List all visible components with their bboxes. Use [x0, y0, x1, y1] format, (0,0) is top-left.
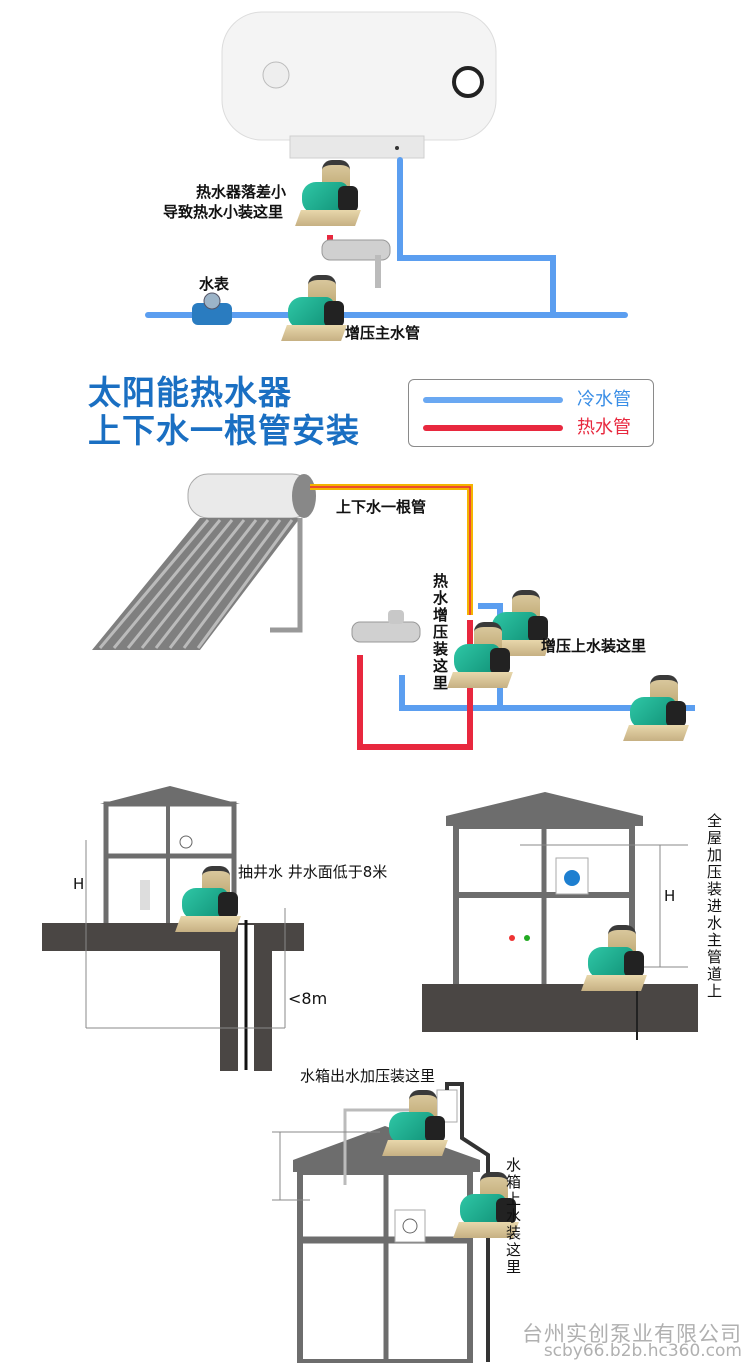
pipe-legend: 冷水管 热水管 [408, 379, 654, 447]
label-tank-outlet: 水箱出水加压装这里 [300, 1067, 436, 1085]
pump-tank-inlet [453, 1172, 520, 1240]
label-whole-house: 全屋加压装进水主管道上 [706, 812, 722, 1000]
label-hot-boost: 热水增压装这里 [432, 572, 448, 692]
legend-hot-swatch [423, 425, 563, 431]
label-heater-pump-line2: 导致热水小装这里 [163, 203, 284, 221]
label-tank-inlet: 水箱上水装这里 [505, 1156, 521, 1276]
pump-well [175, 866, 242, 934]
solar-heater-diagram [92, 473, 695, 750]
house-diagrams [42, 786, 698, 1071]
label-height-right: H [664, 887, 676, 905]
section-title-line2: 上下水一根管安装 [88, 411, 360, 450]
dimension-lines-left [85, 840, 286, 1029]
label-depth: <8m [288, 989, 328, 1008]
legend-cold-label: 冷水管 [577, 389, 631, 410]
label-well-water: 抽井水 井水面低于8米 [238, 863, 388, 881]
label-water-meter: 水表 [199, 275, 230, 293]
label-single-pipe: 上下水一根管 [336, 498, 427, 516]
pump-heater-outlet [295, 160, 362, 228]
dimension-lines-tank [272, 1131, 380, 1201]
pump-main-solar [623, 675, 690, 743]
section-title-line1: 太阳能热水器 [88, 373, 292, 412]
label-main-pipe-boost: 增压主水管 [345, 324, 421, 342]
faucet-icon [321, 239, 391, 288]
watermark-company: 台州实创泵业有限公司 [522, 1322, 742, 1346]
pump-main-line [281, 275, 348, 343]
solar-panel-icon [92, 473, 316, 650]
label-inlet-boost: 增压上水装这里 [541, 637, 647, 655]
legend-cold-swatch [423, 397, 563, 403]
water-meter-icon [192, 292, 232, 325]
water-heater-diagram [145, 11, 628, 325]
ground-right [422, 984, 698, 1032]
faucet-icon [351, 610, 421, 643]
legend-hot-label: 热水管 [577, 417, 631, 438]
pump-tank-outlet [382, 1090, 449, 1158]
pump-hot-boost [447, 622, 514, 690]
dimension-lines-right [520, 844, 688, 968]
tank-house-icon [293, 1126, 480, 1363]
watermark-site: scby66.b2b.hc360.com [543, 1341, 742, 1361]
label-height-left: H [73, 875, 85, 893]
water-heater-tank [221, 11, 497, 159]
pump-whole-house [581, 925, 648, 993]
label-heater-pump-line1: 热水器落差小 [196, 183, 287, 201]
